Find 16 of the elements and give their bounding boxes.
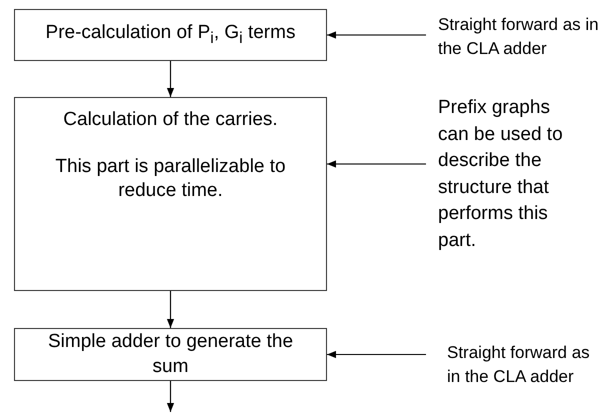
label-text: Pre-calculation of P$_{i}$, G$_{i}$ terms [44, 20, 296, 49]
label-text: Straight forward as in the CLA adder [447, 342, 591, 388]
process-box [14, 328, 327, 381]
arrow [166, 381, 174, 412]
process-box [14, 9, 327, 61]
label-text: Straight forward as in the CLA adder [438, 14, 600, 60]
arrow [327, 31, 426, 39]
label-text: Simple adder to generate the sum [46, 330, 294, 378]
process-box [14, 97, 327, 291]
heading-text: Calculation of the carries. [62, 108, 279, 132]
arrow [327, 350, 426, 358]
body-text: This part is parallelizable to reduce time. [54, 154, 287, 204]
arrow [166, 61, 174, 97]
arrow [327, 160, 426, 168]
arrow [166, 291, 174, 328]
label-text: Prefix graphs can be used to describe the structure that performs this part. [438, 96, 564, 253]
